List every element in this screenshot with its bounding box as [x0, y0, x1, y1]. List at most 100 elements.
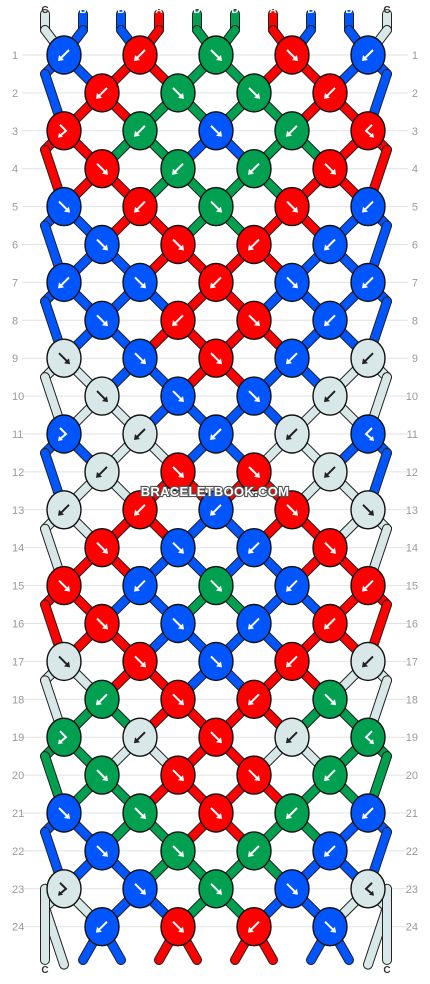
- knot[interactable]: [236, 376, 272, 416]
- knot[interactable]: [122, 717, 158, 757]
- knot[interactable]: [236, 528, 272, 568]
- knot[interactable]: [350, 793, 386, 833]
- knot[interactable]: [350, 338, 386, 378]
- knot[interactable]: [46, 565, 82, 606]
- knot[interactable]: [84, 224, 120, 265]
- knot[interactable]: [46, 869, 82, 909]
- knot[interactable]: [84, 831, 120, 871]
- knot[interactable]: [198, 565, 234, 606]
- knot[interactable]: [274, 717, 310, 757]
- knot[interactable]: [46, 35, 82, 75]
- knot[interactable]: [198, 641, 234, 682]
- knot[interactable]: [198, 35, 234, 75]
- knot[interactable]: [236, 452, 272, 492]
- knot[interactable]: [122, 262, 158, 303]
- knot[interactable]: [312, 224, 348, 265]
- knot[interactable]: [274, 793, 310, 833]
- knot[interactable]: [84, 300, 120, 340]
- knot[interactable]: [160, 148, 196, 189]
- knot[interactable]: [46, 338, 82, 378]
- knot[interactable]: [84, 755, 120, 795]
- knot[interactable]: [160, 831, 196, 871]
- knot[interactable]: [274, 111, 310, 151]
- knot[interactable]: [274, 490, 310, 530]
- knot[interactable]: [122, 111, 158, 151]
- knot[interactable]: [46, 186, 82, 227]
- knot[interactable]: [350, 490, 386, 530]
- knot[interactable]: [198, 793, 234, 833]
- knot[interactable]: [312, 755, 348, 795]
- knot[interactable]: [274, 869, 310, 909]
- knot[interactable]: [122, 186, 158, 227]
- knot[interactable]: [84, 603, 120, 644]
- knot[interactable]: [312, 376, 348, 416]
- knot[interactable]: [198, 490, 234, 530]
- knot[interactable]: [236, 73, 272, 113]
- knot[interactable]: [236, 603, 272, 644]
- knot[interactable]: [236, 300, 272, 340]
- knot[interactable]: [350, 111, 386, 151]
- knot[interactable]: [312, 528, 348, 568]
- knot[interactable]: [160, 679, 196, 719]
- knot[interactable]: [84, 376, 120, 416]
- knot[interactable]: [84, 148, 120, 189]
- knot[interactable]: [236, 224, 272, 265]
- knot[interactable]: [236, 679, 272, 719]
- knot[interactable]: [312, 148, 348, 189]
- knot[interactable]: [274, 414, 310, 454]
- knot[interactable]: [198, 869, 234, 909]
- knot[interactable]: [312, 452, 348, 492]
- knot[interactable]: [274, 338, 310, 378]
- knot[interactable]: [350, 35, 386, 75]
- knot[interactable]: [198, 414, 234, 454]
- knot[interactable]: [350, 414, 386, 454]
- knot[interactable]: [122, 869, 158, 909]
- knot[interactable]: [46, 490, 82, 530]
- knot[interactable]: [160, 300, 196, 340]
- knot[interactable]: [198, 717, 234, 757]
- knot[interactable]: [84, 907, 120, 947]
- knot[interactable]: [84, 528, 120, 568]
- knot[interactable]: [160, 528, 196, 568]
- knot[interactable]: [312, 73, 348, 113]
- knot[interactable]: [84, 452, 120, 492]
- knot[interactable]: [46, 262, 82, 303]
- knot[interactable]: [274, 35, 310, 75]
- knot[interactable]: [160, 907, 196, 947]
- knot[interactable]: [312, 831, 348, 871]
- knot[interactable]: [46, 414, 82, 454]
- knot[interactable]: [274, 565, 310, 606]
- knot[interactable]: [198, 262, 234, 303]
- knot[interactable]: [160, 73, 196, 113]
- knot[interactable]: [274, 186, 310, 227]
- knot[interactable]: [122, 338, 158, 378]
- knot[interactable]: [198, 338, 234, 378]
- knot[interactable]: [122, 641, 158, 682]
- knot[interactable]: [122, 414, 158, 454]
- knot[interactable]: [84, 73, 120, 113]
- knot[interactable]: [122, 565, 158, 606]
- knot[interactable]: [312, 603, 348, 644]
- knot[interactable]: [122, 35, 158, 75]
- knot[interactable]: [236, 907, 272, 947]
- knot[interactable]: [160, 452, 196, 492]
- knot[interactable]: [350, 717, 386, 757]
- knot[interactable]: [46, 717, 82, 757]
- knot[interactable]: [46, 641, 82, 682]
- knot[interactable]: [160, 603, 196, 644]
- knot[interactable]: [160, 376, 196, 416]
- knot[interactable]: [84, 679, 120, 719]
- knot[interactable]: [122, 793, 158, 833]
- knot[interactable]: [274, 262, 310, 303]
- knot[interactable]: [122, 490, 158, 530]
- knot[interactable]: [236, 148, 272, 189]
- knot[interactable]: [198, 111, 234, 151]
- knot[interactable]: [160, 224, 196, 265]
- knot[interactable]: [312, 300, 348, 340]
- knot[interactable]: [236, 755, 272, 795]
- knot[interactable]: [46, 793, 82, 833]
- knot[interactable]: [350, 186, 386, 227]
- knot[interactable]: [236, 831, 272, 871]
- knot[interactable]: [312, 907, 348, 947]
- knot[interactable]: [312, 679, 348, 719]
